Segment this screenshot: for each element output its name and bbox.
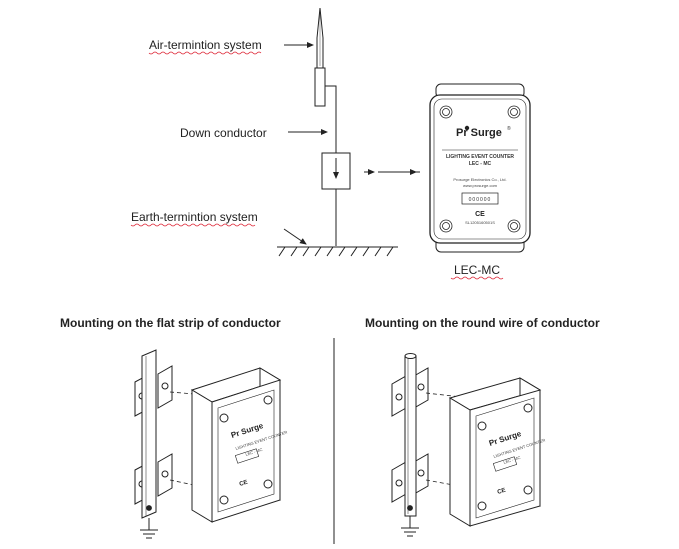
- counter-box-symbol: [321, 152, 351, 190]
- round-wire-assembly: [391, 353, 429, 537]
- product-model: LEC - MC: [469, 161, 492, 167]
- svg-text:CE: CE: [239, 480, 249, 488]
- screw-icon: [439, 105, 521, 233]
- svg-text:LEC - MC: LEC - MC: [245, 447, 263, 457]
- svg-text:®: ®: [507, 125, 511, 132]
- brand-dot-icon: [464, 125, 470, 131]
- svg-text:LEC - MC: LEC - MC: [503, 455, 521, 465]
- serial-number: SL1205160501S: [465, 220, 495, 225]
- lec-mc-device: Pr Surge ® LIGHTING EVENT COUNTER LEC - …: [429, 83, 531, 253]
- iso-device-left: [190, 367, 282, 523]
- pointer-arrows: [283, 42, 420, 245]
- earth-termination-label: Earth-termintion system: [131, 210, 258, 224]
- earth-ground-symbol: [277, 246, 398, 257]
- iso-device-right: [448, 377, 542, 527]
- counter-display: [461, 192, 499, 205]
- down-conductor-wire: [325, 85, 337, 246]
- air-termination-rod: [314, 7, 326, 107]
- product-title: LIGHTING EVENT COUNTER: [446, 154, 514, 160]
- air-termination-label: Air-termintion system: [149, 38, 262, 52]
- counter-digits: 000000: [469, 197, 492, 203]
- flat-strip-title: Mounting on the flat strip of conductor: [60, 316, 281, 330]
- flat-strip-assembly: [134, 349, 173, 539]
- down-conductor-label: Down conductor: [180, 126, 267, 140]
- ce-mark: CE: [475, 211, 485, 218]
- round-wire-title: Mounting on the round wire of conductor: [365, 316, 600, 330]
- svg-text:CE: CE: [497, 488, 507, 496]
- device-caption: LEC-MC: [454, 263, 500, 277]
- company-website: www.prosurge.com: [463, 183, 498, 188]
- company-name: Prosurge Electronics Co., Ltd.: [453, 177, 506, 182]
- brand-logo: Pr Surge: [456, 127, 502, 139]
